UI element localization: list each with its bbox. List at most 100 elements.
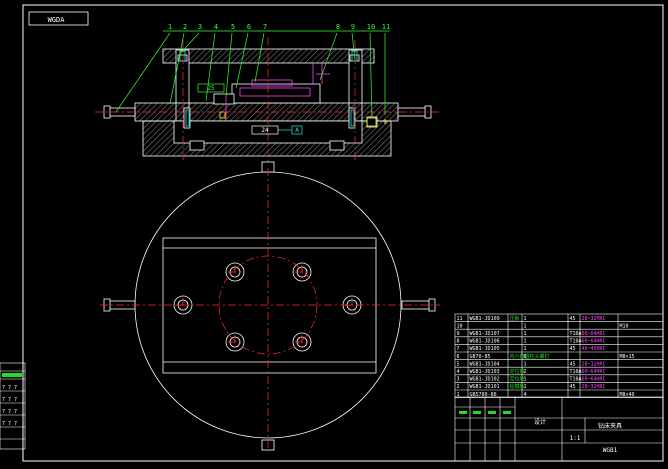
- left-table-row-6: 7 7 7: [2, 421, 17, 427]
- callout-11: 11: [382, 23, 390, 31]
- left-table-text: 7 7 7 7 7 7 7 7 7 7 7 7: [2, 385, 17, 427]
- bom-cell-note: 40~45HRC: [582, 346, 606, 352]
- bom-cell-mat: 45: [570, 346, 576, 352]
- section-magenta-details: [225, 62, 330, 120]
- bom-cell-qty: 1: [524, 377, 527, 383]
- bom-cell-qty: 6: [524, 354, 527, 360]
- callout-9: 9: [351, 23, 355, 31]
- bom-cell-note: 28~32HRC: [582, 316, 606, 322]
- bom-cell-extra: M8×40: [620, 392, 635, 398]
- bom-cell-qty: 1: [524, 331, 527, 337]
- bom-cell-qty: 1: [524, 339, 527, 345]
- bolt-circle: [218, 255, 318, 355]
- callout-leaders: [115, 30, 390, 119]
- bom-cell-code: GB70-85: [470, 354, 491, 360]
- bom-table: [454, 313, 664, 398]
- drawing-frame: [22, 4, 664, 462]
- bom-cell-code: WGB1-JD103: [470, 369, 500, 375]
- bom-cell-note: 60~64HRC: [582, 339, 606, 345]
- bom-cell-code: WGB1-JD105: [470, 346, 500, 352]
- bom-cell-extra: M10: [620, 323, 629, 329]
- bom-row: 11 WGB1-JD109 压板 1 45 28~32HRC: [457, 315, 606, 322]
- plan-holes: [173, 262, 362, 352]
- bom-cell-code: WGB1-JD102: [470, 377, 500, 383]
- callout-6: 6: [247, 23, 251, 31]
- bom-cell-name: 定位销: [510, 368, 525, 375]
- bom-cell-no: 6: [457, 354, 460, 360]
- bom-cell-mat: T10A: [570, 339, 582, 345]
- bom-cell-note: 60~64HRC: [582, 377, 606, 383]
- workpiece: [231, 83, 321, 104]
- bom-cell-no: 8: [457, 339, 460, 345]
- bom-cell-note: 28~32HRC: [582, 361, 606, 367]
- bom-cell-code: WGB1-JD109: [470, 316, 500, 322]
- bom-cell-extra: M8×15: [620, 354, 635, 360]
- section-note-text: A: [295, 127, 299, 134]
- bom-cell-note: 60~64HRC: [582, 369, 606, 375]
- callout-10: 10: [367, 23, 375, 31]
- bom-cell-note: 28~32HRC: [582, 384, 606, 390]
- callout-7: 7: [263, 23, 267, 31]
- dim-middle-text: 24: [261, 127, 269, 134]
- bom-cell-name: 定位块: [510, 376, 525, 383]
- bom-cell-qty: 1: [524, 323, 527, 329]
- left-table-row-5: 7 7 7: [2, 409, 17, 415]
- bom-cell-mat: 45: [570, 361, 576, 367]
- title-block-text: 设计 钻床夹具 1:1 WGB1: [534, 418, 622, 454]
- bom-cell-no: 5: [457, 361, 460, 367]
- title-drawing-number: WGB1: [603, 447, 618, 454]
- callout-2: 2: [183, 23, 187, 31]
- bom-cell-no: 1: [457, 392, 460, 398]
- bom-cell-mat: 45: [570, 316, 576, 322]
- callout-8: 8: [336, 23, 340, 31]
- bom-cell-qty: 2: [524, 369, 527, 375]
- bom-cell-no: 3: [457, 377, 460, 383]
- left-table: [0, 362, 26, 450]
- callout-1: 1: [168, 23, 172, 31]
- left-table-row-3: 7 7 7: [2, 385, 17, 391]
- callout-labels: 1 2 3 4 5 6 7 8 9 10 11: [168, 23, 390, 31]
- left-table-row-4: 7 7 7: [2, 397, 17, 403]
- bom-cell-code: GB5780-86: [470, 392, 497, 398]
- top-plate: [162, 48, 375, 64]
- title-block: [454, 396, 664, 462]
- bom-cell-code: WGB1-JD106: [470, 339, 500, 345]
- callout-4: 4: [214, 23, 218, 31]
- bom-cell-qty: 1: [524, 316, 527, 322]
- bom-cell-code: WGB1-JD104: [470, 361, 500, 367]
- bom-cell-code: WGB1-JD101: [470, 384, 500, 390]
- bom-cell-no: 9: [457, 331, 460, 337]
- section-cyan-details: [179, 50, 358, 127]
- code-stamp-text: WGDA: [48, 16, 66, 24]
- plan-rect-body: [162, 237, 377, 374]
- bom-row: 5 WGB1-JD104 1 45 28~32HRC: [457, 361, 606, 367]
- code-stamp: WGDA: [28, 11, 89, 26]
- bom-cell-name: 钻模板: [510, 383, 525, 390]
- bom-cell-code: WGB1-JD107: [470, 331, 500, 337]
- bom-cell-no: 10: [457, 323, 463, 329]
- title-scale: 1:1: [570, 435, 581, 442]
- bom-cell-no: 11: [457, 316, 463, 322]
- plan-view: [103, 161, 436, 451]
- callout-5: 5: [231, 23, 235, 31]
- dim-bottom-text: 9: [383, 119, 387, 126]
- bom-row: 10 1 M10: [457, 323, 629, 329]
- bom-cell-name: 内六角圆柱头螺钉: [510, 353, 550, 360]
- bom-cell-mat: 45: [570, 384, 576, 390]
- section-view: [103, 48, 432, 157]
- dim-top-text: 25: [207, 85, 215, 92]
- bom-cell-qty: 1: [524, 361, 527, 367]
- bom-cell-no: 7: [457, 346, 460, 352]
- bom-cell-note: 60~64HRC: [582, 331, 606, 337]
- bom-cell-mat: T10A: [570, 377, 582, 383]
- bom-cell-mat: T10A: [570, 369, 582, 375]
- bom-cell-name: 压板: [510, 315, 520, 322]
